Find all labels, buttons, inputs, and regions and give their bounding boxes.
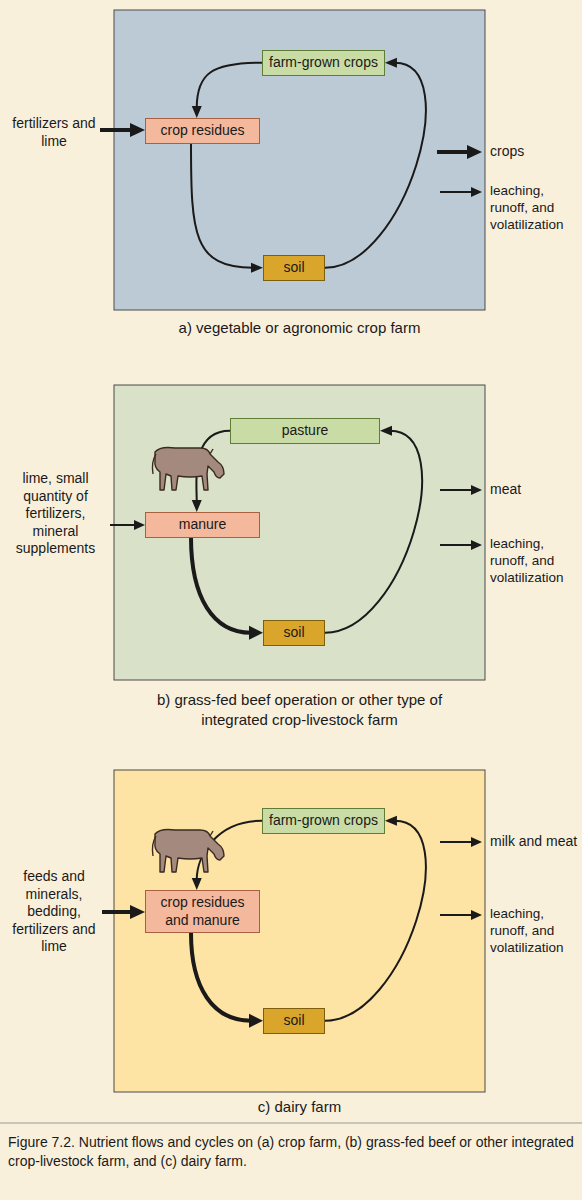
caption-rule xyxy=(0,1123,582,1124)
arrow-head xyxy=(385,58,397,68)
nutrient-pool-box: manure xyxy=(145,512,260,538)
arrow-head xyxy=(249,626,263,640)
box-text: crop residues xyxy=(152,122,253,140)
cow-icon xyxy=(152,830,224,873)
arrow-head xyxy=(192,878,202,890)
nutrient-pool-box: soil xyxy=(263,255,325,281)
flow-label: milk and meat xyxy=(490,833,578,851)
flow-label: fertilizers and lime xyxy=(10,115,98,150)
box-text: crop residues and manure xyxy=(152,894,253,929)
box-text: farm-grown crops xyxy=(269,812,378,830)
flow-label: leaching, runoff, and volatilization xyxy=(490,536,580,587)
farm-panel: b) grass-fed beef operation or other typ… xyxy=(114,385,485,735)
flow-arrows xyxy=(100,123,482,920)
flow-label: crops xyxy=(490,143,578,161)
flow-label: feeds and minerals, bedding, fertilizers… xyxy=(8,868,100,956)
figure-caption: Figure 7.2. Nutrient flows and cycles on… xyxy=(8,1133,574,1171)
nutrient-pool-box: pasture xyxy=(230,418,380,444)
panel-caption: a) vegetable or agronomic crop farm xyxy=(114,318,485,338)
panel-caption: c) dairy farm xyxy=(114,1097,485,1117)
box-text: soil xyxy=(270,259,318,277)
box-text: pasture xyxy=(237,422,373,440)
arrow-head xyxy=(380,426,392,436)
nutrient-pool-box: crop residues and manure xyxy=(145,890,260,933)
cycle-arrow xyxy=(325,63,426,268)
panel-square xyxy=(114,10,485,310)
arrow-head xyxy=(249,1014,263,1028)
arrow-head xyxy=(251,263,263,273)
arrow-head xyxy=(385,816,397,826)
box-text: soil xyxy=(270,624,318,642)
arrow-head xyxy=(192,106,202,118)
nutrient-pool-box: soil xyxy=(263,620,325,646)
cow-icon xyxy=(152,448,224,491)
box-text: soil xyxy=(270,1012,318,1030)
cycle-arrow xyxy=(191,538,251,633)
cycle-arrow xyxy=(197,63,262,108)
panel-square xyxy=(114,385,485,680)
cycle-arrow xyxy=(325,821,426,1021)
cycle-arrow xyxy=(191,144,253,268)
box-text: manure xyxy=(152,516,253,534)
farm-panel: a) vegetable or agronomic crop farm farm-… xyxy=(114,10,485,363)
flow-label: leaching, runoff, and volatilization xyxy=(490,906,580,957)
box-text: farm-grown crops xyxy=(269,54,378,72)
nutrient-pool-box: farm-grown crops xyxy=(262,808,385,834)
nutrient-pool-box: crop residues xyxy=(145,118,260,144)
arrow-head xyxy=(192,500,202,512)
panel-caption: b) grass-fed beef operation or other typ… xyxy=(135,690,465,729)
cycle-arrow xyxy=(325,431,422,633)
panel-square xyxy=(114,770,485,1092)
flow-label: leaching, runoff, and volatilization xyxy=(490,183,580,234)
flow-label: lime, small quantity of fertilizers, min… xyxy=(3,470,108,558)
nutrient-pool-box: soil xyxy=(263,1008,325,1034)
nutrient-pool-box: farm-grown crops xyxy=(262,50,385,76)
flow-label: meat xyxy=(490,481,578,499)
cycle-arrow xyxy=(191,933,251,1021)
farm-panel: c) dairy farm farm-grown crops crop residu… xyxy=(114,770,485,1142)
